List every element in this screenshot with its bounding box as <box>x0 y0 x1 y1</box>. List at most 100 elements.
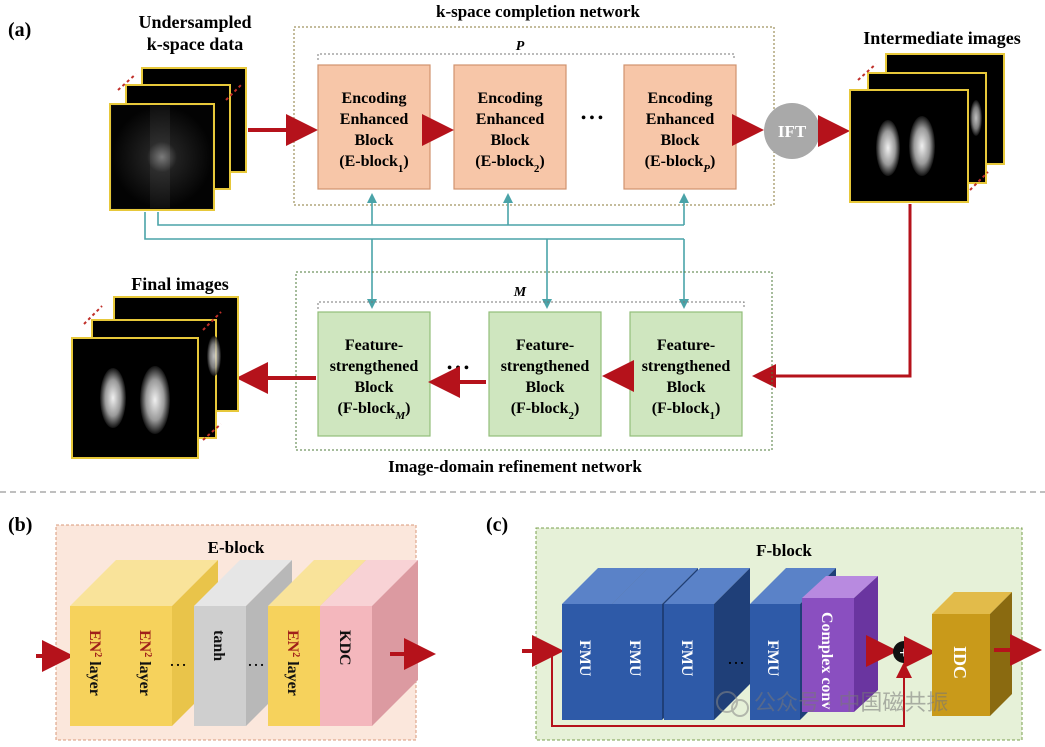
ift-node <box>764 103 820 159</box>
f-block-2-text-line3: Block <box>525 379 564 396</box>
complex-conv-block: Complex conv <box>802 576 878 712</box>
layer-text-main: KDC <box>336 630 353 666</box>
eblock-layer-2-label: EN2 layer <box>136 630 154 696</box>
eblock-dots-2: … <box>247 650 265 670</box>
f-block-2-id-post: ) <box>574 400 579 417</box>
f-block-2-id-pre: (F-block <box>511 400 569 417</box>
layer-text-main: EN <box>284 630 301 653</box>
layer-text-main: EN <box>136 630 153 653</box>
e-block-1-box <box>317 64 431 190</box>
f-block-3-text-line3: Block <box>666 379 705 396</box>
intermediate-image-stack <box>849 53 1005 203</box>
f-block-1-text-line2: strengthened <box>330 358 419 375</box>
f-block-1-text-line1: Feature- <box>345 337 403 354</box>
panel-b-label: (b) <box>8 514 32 536</box>
layer-text-tail: layer <box>136 657 153 696</box>
m-label: M <box>513 285 527 300</box>
f-block-3-text-line1: Feature- <box>657 337 715 354</box>
watermark-text: 公众号 · 中国磁共振 <box>754 690 948 715</box>
layer-text-tail: layer <box>284 657 301 696</box>
p-brace <box>317 53 735 60</box>
f-block-1-id-post: ) <box>405 400 410 417</box>
e-block-1-id-pre: (E-block <box>339 153 398 170</box>
e-block-3-id-sub: P <box>703 163 710 175</box>
eblock-layer-4-label: EN2 layer <box>284 630 302 696</box>
wechat-icon <box>716 691 738 713</box>
m-brace <box>317 301 745 309</box>
fblock-dots: … <box>727 648 745 668</box>
layer-text-sup: 2 <box>143 652 154 657</box>
eblock-layer-1-label: EN2 layer <box>86 630 104 696</box>
idc-block: IDC <box>932 592 1012 716</box>
e-block-3-id-pre: (E-block <box>645 153 704 170</box>
eblock-layer-5-label: KDC <box>336 630 353 666</box>
final-images-label: Final images <box>131 274 229 294</box>
f-block-1-id-pre: (F-block <box>338 400 396 417</box>
e-block-1-text-line1: Encoding <box>342 90 407 107</box>
layer-text-sup: 2 <box>93 652 104 657</box>
fmu-label-3: FMU <box>678 640 695 677</box>
f-block-1-id: (F-blockM) <box>338 400 411 422</box>
e-block-2-text-line3: Block <box>490 132 529 149</box>
e-block-1-id: (E-block1) <box>339 153 409 175</box>
eblock-title: E-block <box>208 538 265 557</box>
fmu-label-1: FMU <box>576 640 593 677</box>
layer-text-main: EN <box>86 630 103 653</box>
e-block-1-id-sub: 1 <box>398 163 404 175</box>
e-block-3-id: (E-blockP) <box>645 153 716 175</box>
eblock-dots-1: … <box>169 650 187 670</box>
fblock-title: F-block <box>756 541 812 560</box>
layer-text-sup: 2 <box>291 652 302 657</box>
f-block-1-box <box>317 311 431 437</box>
plus-symbol: + <box>899 643 909 662</box>
e-block-3-text-line3: Block <box>660 132 699 149</box>
layer-text-tail: layer <box>86 657 103 696</box>
e-block-1-text-line2: Enhanced <box>340 111 409 128</box>
e-dots: • • • <box>581 111 603 126</box>
f-block-1-text-line3: Block <box>354 379 393 396</box>
e-block-3-text-line2: Enhanced <box>646 111 715 128</box>
refinement-network-title: Image-domain refinement network <box>388 457 642 476</box>
f-block-3-id-post: ) <box>715 400 720 417</box>
f-block-2-text-line1: Feature- <box>516 337 574 354</box>
f-block-2-text-line2: strengthened <box>501 358 590 375</box>
ift-label: IFT <box>778 122 807 141</box>
intermediate-label: Intermediate images <box>863 28 1020 48</box>
fmu-block-3: FMU <box>664 568 750 720</box>
e-block-2-box <box>453 64 567 190</box>
fmu-label-4: FMU <box>764 640 781 677</box>
complex-conv-label: Complex conv <box>818 612 835 709</box>
undersampled-label-line1: Undersampled <box>138 12 251 32</box>
f-block-3-box <box>629 311 743 437</box>
e-block-2-id-sub: 2 <box>534 163 540 175</box>
f-block-3-id-pre: (F-block <box>652 400 710 417</box>
f-block-3-text-line2: strengthened <box>642 358 731 375</box>
p-label: P <box>516 39 525 54</box>
f-block-2-id-sub: 2 <box>568 410 574 422</box>
final-image-stack <box>71 296 239 459</box>
e-block-1-id-post: ) <box>403 153 408 170</box>
eblock-layer-5: KDC <box>320 560 418 726</box>
e-block-2-id-pre: (E-block <box>475 153 534 170</box>
f-block-3-id-sub: 1 <box>709 410 715 422</box>
f-block-1-id-sub: M <box>394 410 406 422</box>
watermark: 公众号 · 中国磁共振 <box>716 690 948 717</box>
f-dots: • • • <box>447 361 469 376</box>
arrow-intermediate-to-fblock1 <box>752 204 912 388</box>
panel-a-label: (a) <box>8 19 31 41</box>
teal-skip-connections <box>144 193 689 309</box>
f-block-3-id: (F-block1) <box>652 400 721 422</box>
eblock-layer-3-label: tanh <box>210 630 227 661</box>
idc-label: IDC <box>950 646 970 679</box>
kspace-network-title: k-space completion network <box>436 2 641 21</box>
fblock-skip-path <box>551 651 912 727</box>
e-block-2-text-line1: Encoding <box>478 90 543 107</box>
fmu-label-2: FMU <box>626 640 643 677</box>
f-block-2-box <box>488 311 602 437</box>
